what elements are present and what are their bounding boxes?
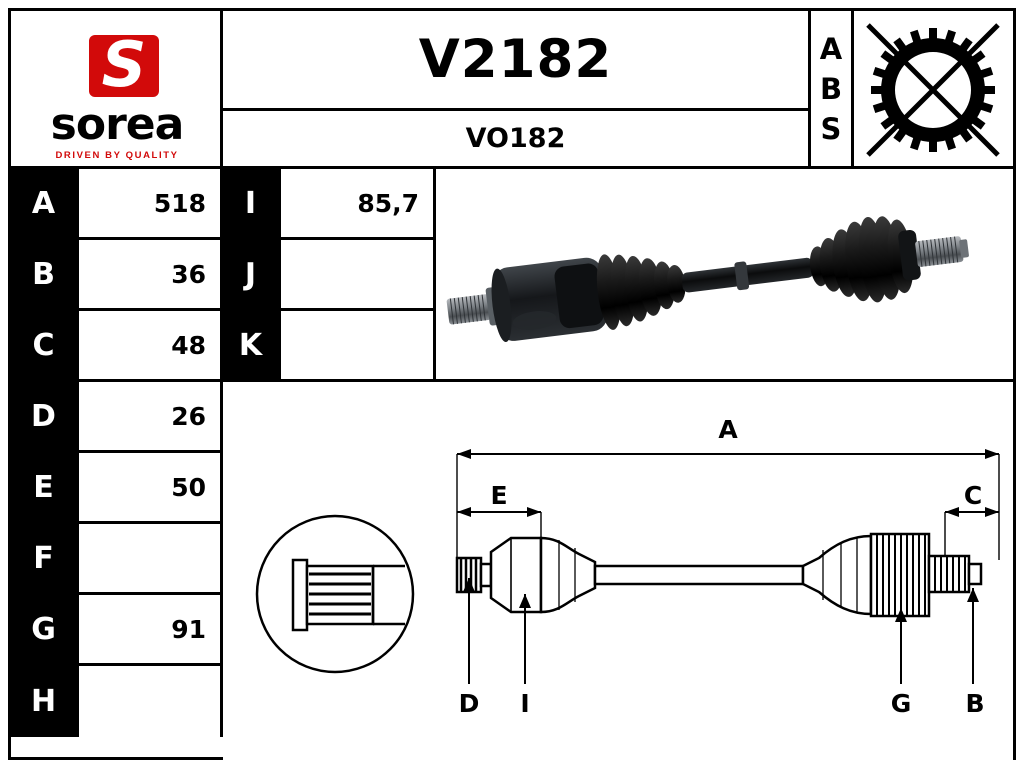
spec-value: 36 <box>171 259 206 289</box>
spec-key: H <box>11 666 79 737</box>
spec-value: 26 <box>171 401 206 431</box>
abs-ring-crossed-out-icon <box>854 11 1013 169</box>
callout-i: I <box>520 689 529 718</box>
spec-key: F <box>11 524 79 592</box>
table-row: J <box>223 240 436 311</box>
part-reference-sub: VO182 <box>223 111 811 169</box>
technical-drawing-panel: A E C D I G B <box>223 382 1013 760</box>
spec-key: G <box>11 595 79 663</box>
table-row: D 26 <box>11 382 223 453</box>
spec-key: J <box>223 240 281 308</box>
spec-key: B <box>11 240 79 308</box>
spec-value: 48 <box>171 330 206 360</box>
spec-value: 518 <box>153 188 206 218</box>
spec-value: 91 <box>171 614 206 644</box>
spec-value <box>281 311 433 379</box>
table-row: E 50 <box>11 453 223 524</box>
callout-g: G <box>891 689 912 718</box>
table-row: C 48 <box>11 311 223 382</box>
callout-d: D <box>459 689 480 718</box>
callout-overall-a: A <box>718 415 738 444</box>
spec-value <box>79 524 220 592</box>
spec-value <box>79 666 220 737</box>
table-row: F <box>11 524 223 595</box>
spec-key: A <box>11 169 79 237</box>
spec-key: I <box>223 169 281 237</box>
part-reference-sub-text: VO182 <box>465 123 566 154</box>
spec-table-left: A 518 B 36 C 48 D 26 E 50 F <box>11 169 223 760</box>
spec-value <box>281 240 433 308</box>
part-reference-main-text: V2182 <box>418 29 613 90</box>
spec-key: E <box>11 453 79 521</box>
sorea-s-glyph: S <box>101 35 147 97</box>
callout-dim-e: E <box>490 481 507 510</box>
spec-value: 50 <box>171 472 206 502</box>
spec-value: 85,7 <box>357 188 419 218</box>
spec-key: D <box>11 382 79 450</box>
cv-driveshaft-photo <box>436 169 1013 382</box>
abs-label-line-1: A <box>819 31 843 66</box>
spec-key: C <box>11 311 79 379</box>
sorea-s-mark-icon: S <box>89 35 159 97</box>
table-row: A 518 <box>11 169 223 240</box>
table-row: G 91 <box>11 595 223 666</box>
abs-vertical-label: A B S <box>811 11 854 169</box>
part-reference-main: V2182 <box>223 11 811 111</box>
callout-dim-c: C <box>964 481 982 510</box>
abs-label-line-3: S <box>820 111 842 146</box>
sheet-frame: S sorea DRIVEN BY QUALITY V2182 VO182 A … <box>8 8 1016 760</box>
sheet-header: S sorea DRIVEN BY QUALITY V2182 VO182 A … <box>11 11 1013 169</box>
table-row: B 36 <box>11 240 223 311</box>
table-row: I 85,7 <box>223 169 436 240</box>
table-row: K <box>223 311 436 382</box>
callout-b: B <box>965 689 984 718</box>
spec-table-right: I 85,7 J K <box>223 169 436 382</box>
brand-wordmark: sorea <box>50 99 185 150</box>
table-row: H <box>11 666 223 737</box>
brand-tagline: DRIVEN BY QUALITY <box>55 150 179 161</box>
abs-label-line-2: B <box>819 71 843 106</box>
brand-logo-cell: S sorea DRIVEN BY QUALITY <box>11 11 223 169</box>
spec-key: K <box>223 311 281 379</box>
